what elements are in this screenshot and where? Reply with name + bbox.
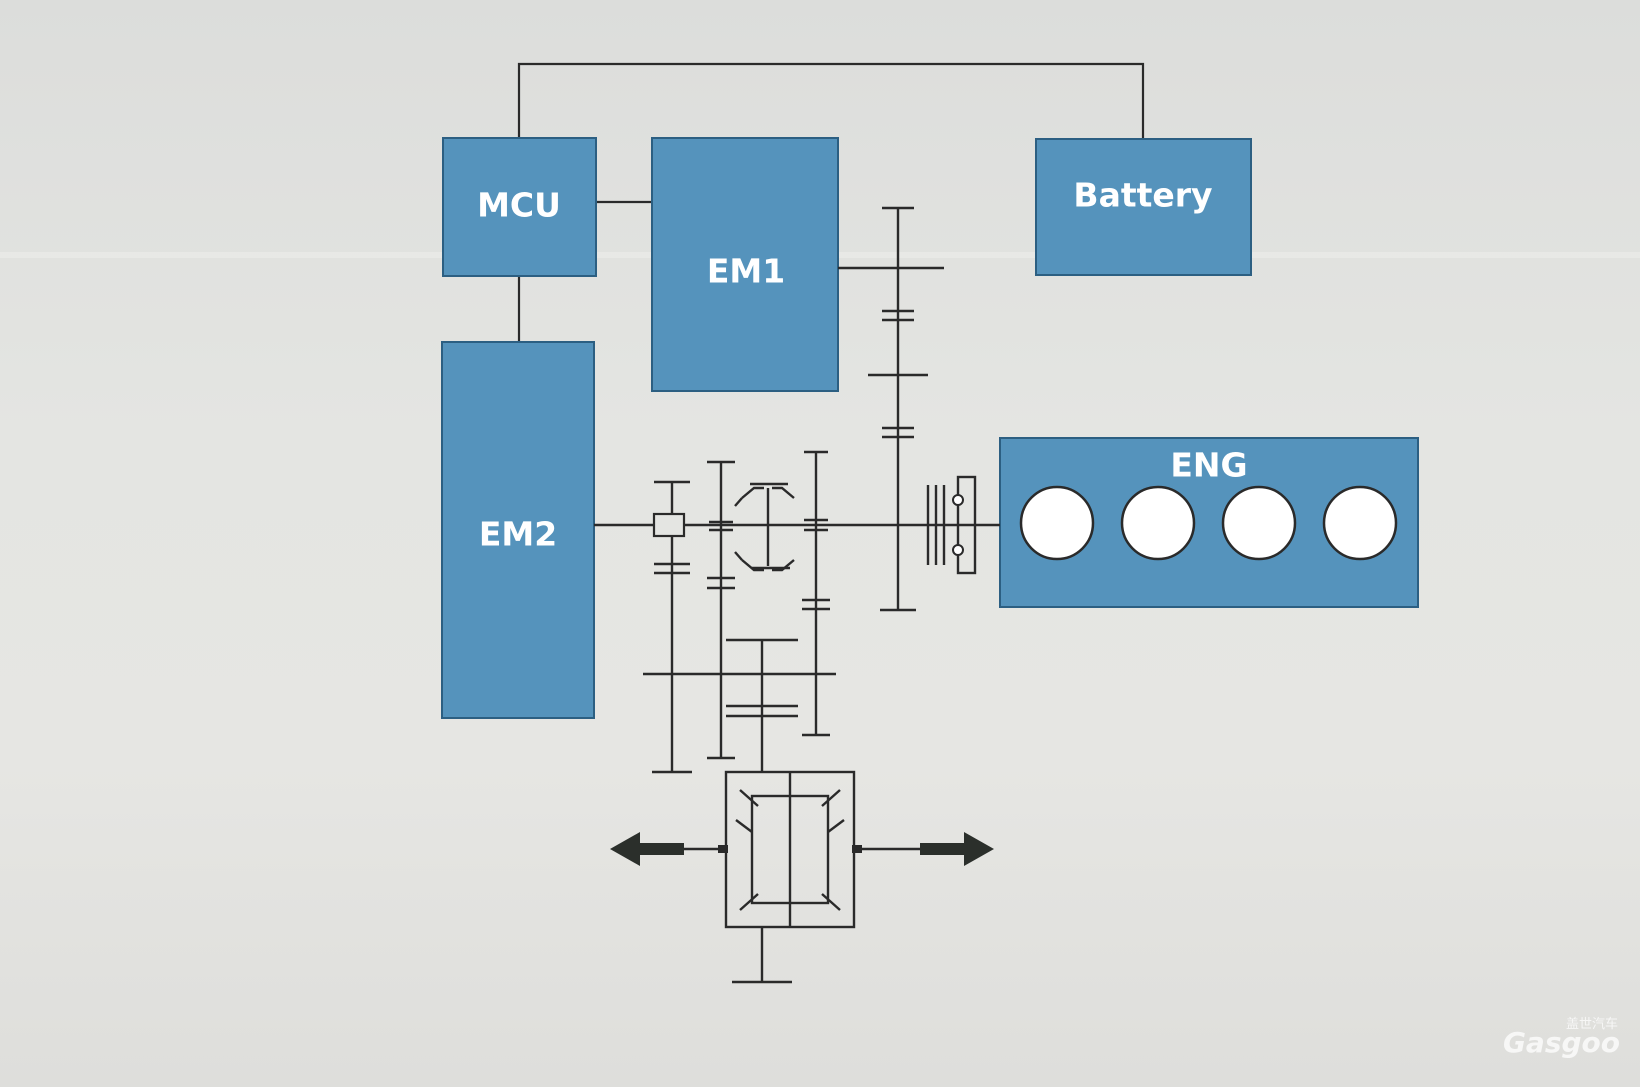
engine-cylinder-2 (1120, 485, 1196, 561)
sync-cone-tr (772, 486, 795, 499)
hv-wiring (517, 62, 1145, 342)
em1-box (651, 137, 839, 392)
left-spline (718, 845, 728, 853)
em2-sync-hub (652, 512, 686, 538)
engine-cylinder-1 (1019, 485, 1095, 561)
gasgoo-watermark: 盖世汽车 Gasgoo (1503, 1016, 1620, 1059)
em1-label: EM1 (707, 252, 785, 291)
diff-bevel-br (821, 893, 841, 911)
sync-cone-bl (741, 559, 764, 572)
diff-bevel-bl (739, 893, 759, 911)
em2-box (441, 341, 595, 719)
mcu-label: MCU (477, 186, 561, 225)
engine-cylinder-4 (1322, 485, 1398, 561)
right-wheel-arrow (920, 832, 994, 866)
battery-label: Battery (1073, 176, 1212, 215)
diff-side-tr (827, 819, 845, 833)
em2-label: EM2 (479, 515, 557, 554)
battery-block: Battery (1035, 138, 1252, 276)
engine-cylinders (1019, 485, 1398, 561)
engine-block: ENG (999, 437, 1419, 608)
clutch-pivot-top (952, 494, 964, 506)
watermark-cn: 盖世汽车 (1566, 1016, 1618, 1032)
diff-bevel-tr (821, 789, 841, 807)
engine-cylinder-3 (1221, 485, 1297, 561)
gear-train (594, 206, 1000, 984)
left-wheel-arrow (610, 832, 684, 866)
em2-block: EM2 (441, 341, 595, 719)
sync-cone-br (772, 559, 795, 572)
em1-block: EM1 (651, 137, 839, 392)
sync-cone-tl (741, 486, 764, 499)
watermark-en: Gasgoo (1503, 1026, 1620, 1059)
mcu-battery-wire (517, 62, 1145, 138)
clutch-pivot-bottom (952, 544, 964, 556)
diff-cage (750, 794, 830, 905)
diff-side-tl (735, 819, 753, 833)
clutch-housing (956, 475, 977, 575)
engine-label: ENG (1170, 446, 1247, 485)
mcu-block: MCU (442, 137, 597, 277)
mcu-box (442, 137, 597, 277)
diff-bevel-tl (739, 789, 759, 807)
sync-link-a (734, 497, 743, 507)
battery-box (1035, 138, 1252, 276)
right-spline (852, 845, 862, 853)
sync-link-b (734, 551, 743, 561)
